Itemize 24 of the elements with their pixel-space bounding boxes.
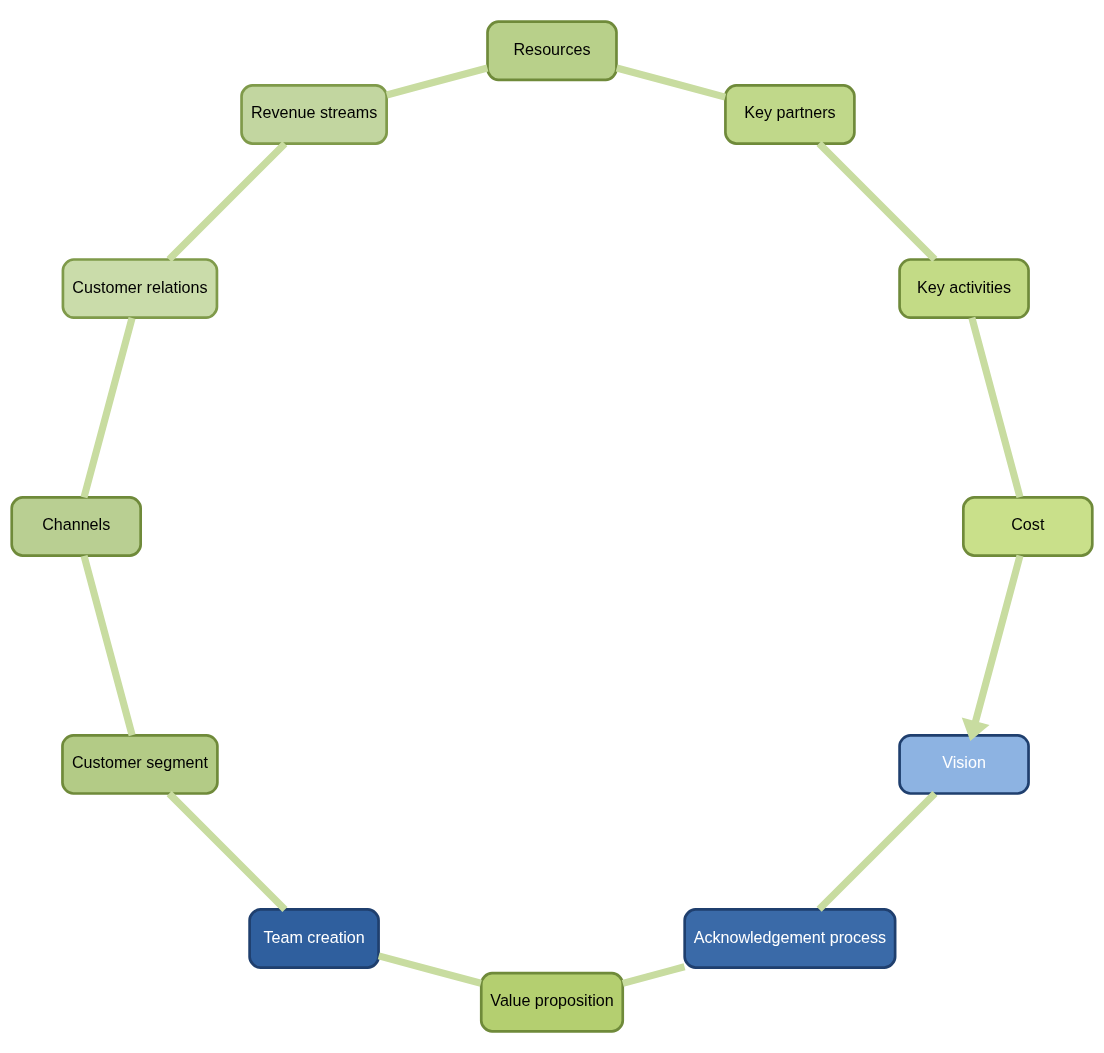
connector <box>968 316 1024 498</box>
node-box: Team creation <box>248 908 380 969</box>
node-box: Key partners <box>724 84 856 145</box>
connector <box>80 555 136 737</box>
node-box: Vision <box>898 733 1030 795</box>
connector <box>621 963 686 987</box>
connector <box>385 64 489 99</box>
node-box: Cost <box>962 496 1094 557</box>
node-box: Channels <box>10 496 142 557</box>
connector <box>166 791 288 912</box>
node-box: Customer relations <box>61 258 219 320</box>
connector <box>816 791 938 912</box>
arrow <box>961 554 1024 742</box>
connector <box>166 141 288 262</box>
connector <box>816 141 938 262</box>
node-box: Value proposition <box>479 971 625 1033</box>
connector <box>80 317 136 499</box>
node-box: Customer segment <box>61 733 219 795</box>
node-box: Key activities <box>898 258 1030 320</box>
node-box: Resources <box>486 20 618 82</box>
node-box: Revenue streams <box>240 84 388 145</box>
node-box: Acknowledgement process <box>683 908 897 969</box>
connector <box>377 952 482 987</box>
connector <box>615 64 727 101</box>
